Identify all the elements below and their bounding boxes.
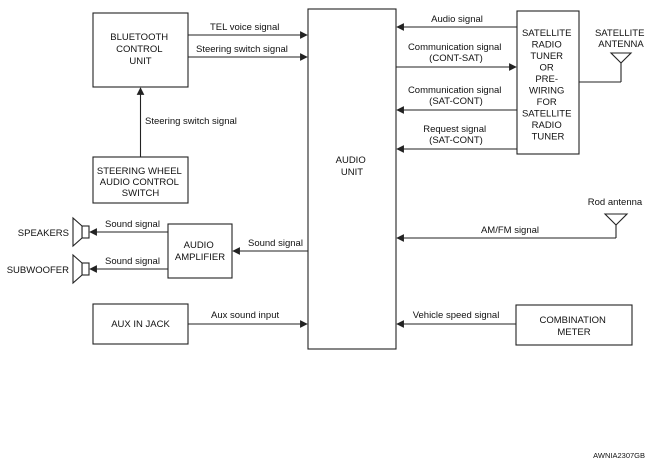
svg-text:Audio signal: Audio signal [431,14,483,25]
svg-text:Communication signal (CO: Communication signal (CONT-SAT) [408,42,504,64]
speakers-icon [72,216,90,248]
svg-text:Request signal (SAT-CONT: Request signal (SAT-CONT) [423,124,489,146]
steering-switch-signal-to-bluetooth: Steering switch signal [136,87,237,157]
am-fm-signal: AM/FM signal [396,225,616,242]
bluetooth-control-unit-label: BLUETOOTH CONTROL UNIT [110,32,171,67]
svg-text:Sound signal: Sound signal [105,219,160,230]
bluetooth-control-unit: BLUETOOTH CONTROL UNIT [92,12,189,88]
combination-meter-label: COMBINATION METER [540,315,609,338]
communication-signal-cont-sat: Communication signal (CONT-SAT) [396,42,517,71]
subwoofer-icon [72,253,90,285]
subwoofer-label: SUBWOOFER [7,265,69,276]
svg-text:Aux sound input: Aux sound input [211,310,279,321]
steering-switch-signal-to-audio-unit: Steering switch signal [188,44,308,61]
aux-in-jack-label: AUX IN JACK [111,319,170,330]
sound-signal-to-speakers: Sound signal [89,219,168,236]
sound-signal-to-subwoofer: Sound signal [89,256,168,273]
satellite-radio-tuner: SATELLITE RADIO TUNER OR PRE- WIRING FOR… [516,10,580,155]
audio-unit: AUDIO UNIT [307,8,397,350]
rod-antenna-label: Rod antenna [588,197,643,208]
satellite-antenna: SATELLITE ANTENNA [579,28,647,83]
speakers-label: SPEAKERS [18,228,69,239]
combination-meter: COMBINATION METER [515,304,633,346]
tel-voice-signal: TEL voice signal [188,22,308,39]
satellite-radio-tuner-label: SATELLITE RADIO TUNER OR PRE- WIRING FOR… [522,28,574,143]
svg-text:Vehicle speed signal: Vehicle speed signal [413,310,500,321]
audio-amplifier-label: AUDIO AMPLIFIER [175,240,225,263]
svg-text:Sound signal: Sound signal [248,238,303,249]
svg-text:TEL voice signal: TEL voice signal [210,22,279,33]
aux-sound-input: Aux sound input [188,310,308,328]
audio-signal: Audio signal [396,14,517,31]
audio-unit-label: AUDIO UNIT [336,155,369,178]
audio-amplifier: AUDIO AMPLIFIER [167,223,233,279]
svg-text:Sound signal: Sound signal [105,256,160,267]
svg-text:Steering switch signal: Steering switch signal [196,44,288,55]
communication-signal-sat-cont: Communication signal (SAT-CONT) [396,85,517,114]
vehicle-speed-signal: Vehicle speed signal [396,310,516,328]
satellite-antenna-label: SATELLITE ANTENNA [595,28,647,50]
svg-text:Steering switch signal: Steering switch signal [145,116,237,127]
steering-wheel-audio-control-switch: STEERING WHEEL AUDIO CONTROL SWITCH [92,156,189,204]
steering-switch-label: STEERING WHEEL AUDIO CONTROL SWITCH [97,166,184,199]
rod-antenna: Rod antenna [588,197,643,238]
svg-text:AM/FM signal: AM/FM signal [481,225,539,236]
svg-text:Communication signal (SA: Communication signal (SAT-CONT) [408,85,504,107]
request-signal: Request signal (SAT-CONT) [396,124,517,153]
sound-signal-to-amplifier: Sound signal [232,238,308,255]
aux-in-jack: AUX IN JACK [92,303,189,345]
figure-code: AWNIA2307GB [593,451,645,460]
